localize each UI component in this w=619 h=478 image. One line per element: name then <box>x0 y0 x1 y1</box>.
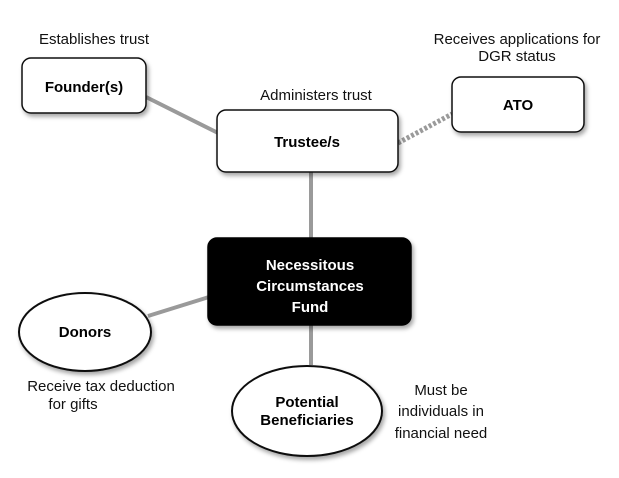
founder-node: Founder(s) <box>21 57 147 114</box>
beneficiaries-label-line2: Beneficiaries <box>260 412 353 429</box>
trustee-label: Trustee/s <box>274 134 340 151</box>
donors-annotation-line1: Receive tax deduction <box>27 378 175 395</box>
trustee-node: Trustee/s <box>216 109 399 173</box>
beneficiaries-annotation-line1: Must be <box>414 382 467 399</box>
connectors <box>145 95 454 365</box>
fund-node: Necessitous Circumstances Fund <box>207 237 412 326</box>
connector-founder-trustee <box>145 95 219 135</box>
ato-annotation-line1: Receives applications for <box>434 31 601 48</box>
founder-label: Founder(s) <box>45 79 123 96</box>
donors-node: Donors <box>18 292 152 372</box>
fund-label-line3: Fund <box>292 299 329 316</box>
donors-annotation-line2: for gifts <box>48 396 97 413</box>
ato-node: ATO <box>451 76 585 133</box>
beneficiaries-label-line1: Potential <box>275 394 338 411</box>
connector-donors-fund <box>147 295 210 318</box>
connector-trustee-ato <box>396 111 454 146</box>
ato-label: ATO <box>503 97 534 114</box>
beneficiaries-annotation-line3: financial need <box>395 425 488 442</box>
trustee-annotation: Administers trust <box>260 87 373 104</box>
fund-label-line1: Necessitous <box>266 257 354 274</box>
founder-annotation: Establishes trust <box>39 31 150 48</box>
donors-label: Donors <box>59 324 112 341</box>
beneficiaries-annotation-line2: individuals in <box>398 403 484 420</box>
ato-annotation-line2: DGR status <box>478 48 556 65</box>
beneficiaries-node: Potential Beneficiaries <box>231 365 383 457</box>
fund-label-line2: Circumstances <box>256 278 364 295</box>
